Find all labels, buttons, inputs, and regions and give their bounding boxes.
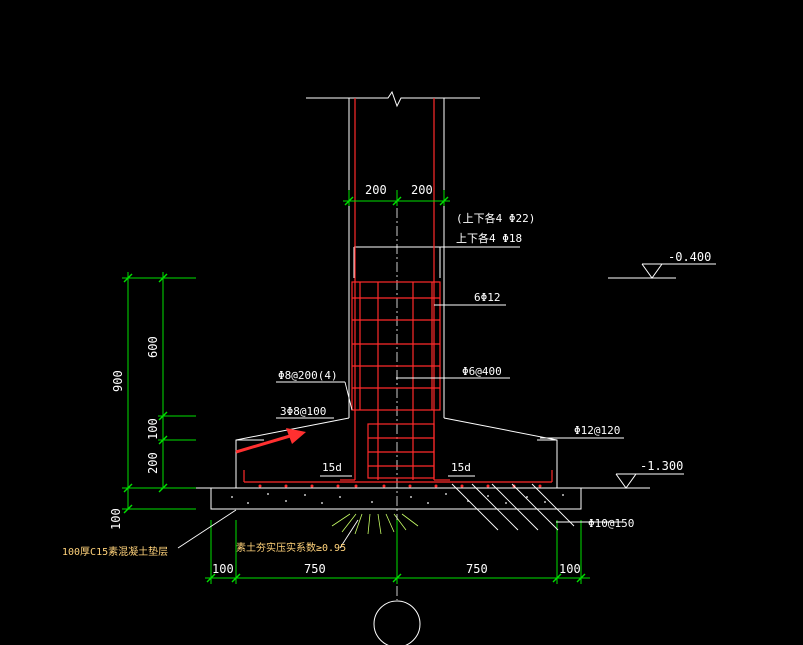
red-arrow: [235, 428, 306, 454]
elevation-mark-bottom: [604, 473, 684, 489]
footing-right-slope: [443, 417, 558, 488]
bedding-hatch: [231, 493, 564, 504]
break-line: [306, 90, 480, 108]
dim-zone-upper: 600: [146, 336, 160, 358]
concrete-outline: [190, 90, 604, 645]
elevation-bottom-value: -1.300: [640, 459, 683, 473]
elevation-mark-top: [608, 263, 716, 279]
dim-base-left-margin: 100: [212, 562, 234, 576]
soil-hatch: [331, 513, 419, 535]
bottom-mesh-dots: [258, 484, 542, 488]
note-bedding: 100厚C15素混凝土垫层: [62, 545, 168, 558]
dim-zone-lower: 200: [146, 452, 160, 474]
dim-base-left: 750: [304, 562, 326, 576]
footing-hoop: [367, 423, 435, 479]
elevation-top-value: -0.400: [668, 250, 711, 264]
bedding-layer: [210, 487, 582, 510]
label-hoops: 3Φ8@100: [280, 405, 326, 418]
beam-stirrup: [351, 281, 441, 411]
dimension-lines: [122, 190, 590, 584]
dim-column-right: 200: [411, 183, 433, 197]
dim-base-right-margin: 100: [559, 562, 581, 576]
footing-left-slope: [235, 417, 350, 488]
note-soil: 素土夯实压实系数≥0.95: [236, 541, 346, 554]
label-stirrup-right: Φ6@400: [462, 365, 502, 378]
label-stirrup-left: Φ8@200(4): [278, 369, 338, 382]
axis-bubble: [373, 600, 421, 645]
dim-bed-thickness: 100: [109, 508, 123, 530]
label-column-bars: 6Φ12: [474, 291, 501, 304]
label-top-bottom-22: (上下各4 Φ22): [456, 211, 535, 225]
label-base-bars: Φ10@150: [588, 517, 634, 530]
rebar-cage: [243, 98, 553, 483]
leaders: [177, 246, 624, 549]
dim-base-right: 750: [466, 562, 488, 576]
dimension-ticks: [123, 196, 586, 583]
label-top-bottom-18: 上下各4 Φ18: [456, 231, 522, 245]
dim-total-height: 900: [111, 370, 125, 392]
dim-column-left: 200: [365, 183, 387, 197]
label-anchor-right: 15d: [451, 461, 471, 474]
label-anchor-left: 15d: [322, 461, 342, 474]
dim-zone-middle: 100: [146, 418, 160, 440]
label-bottom-mesh: Φ12@120: [574, 424, 620, 437]
